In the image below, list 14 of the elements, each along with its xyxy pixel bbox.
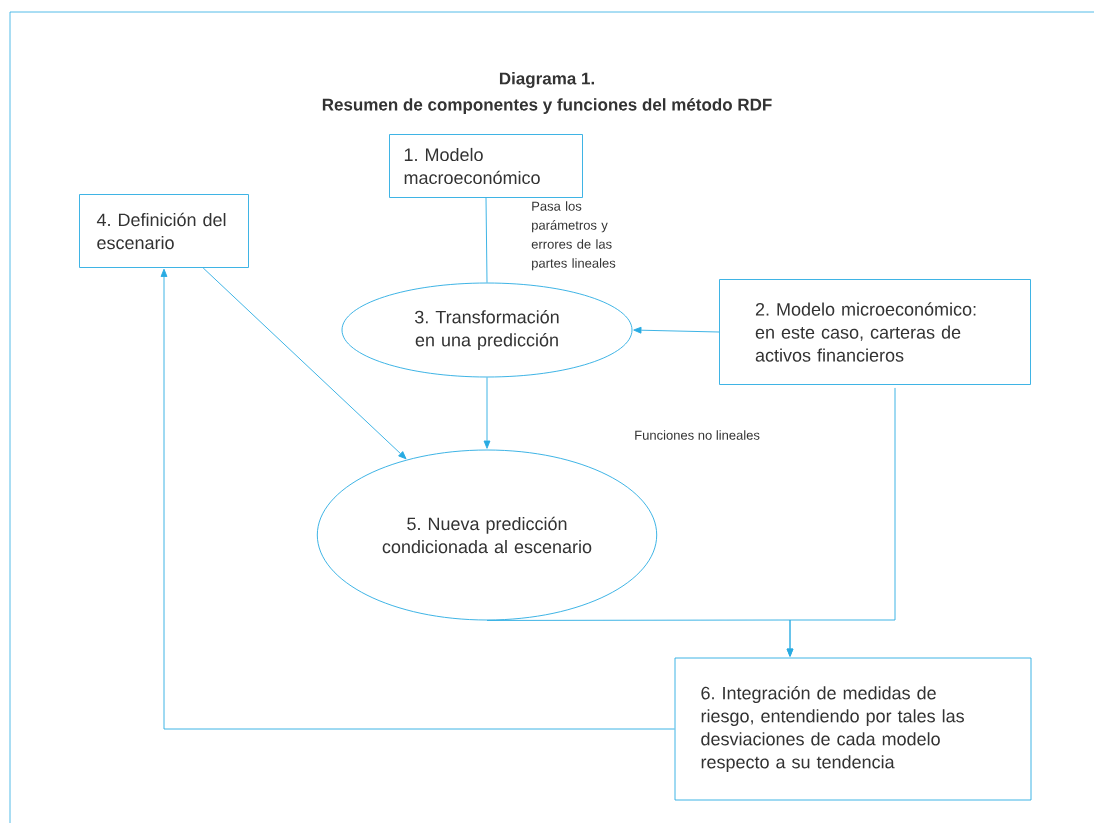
connector [160,268,675,730]
process-box: 4. Definición del escenario [79,194,249,268]
process-box: 6. Integración de medidas de riesgo, entendiendo por tales las desviaciones de cada modelo respecto a su tendencia [674,657,1032,801]
annotation-text: Funciones no lineales [635,430,760,440]
diagram-subtitle: Resumen de componentes y funciones del método RDF [322,98,772,114]
connector [202,267,407,460]
connector [633,326,720,334]
process-box: 1. Modelo macroeconómico [389,134,583,198]
process-box: 2. Modelo microeconómico: en este caso, carteras de activos financieros [719,279,1031,385]
diagram-title: Diagrama 1. [499,72,594,88]
connector [485,197,488,283]
connector [786,387,896,657]
connector [483,377,491,449]
edge-label: Pasa los parámetros y errores de las partes lineales [531,201,616,271]
